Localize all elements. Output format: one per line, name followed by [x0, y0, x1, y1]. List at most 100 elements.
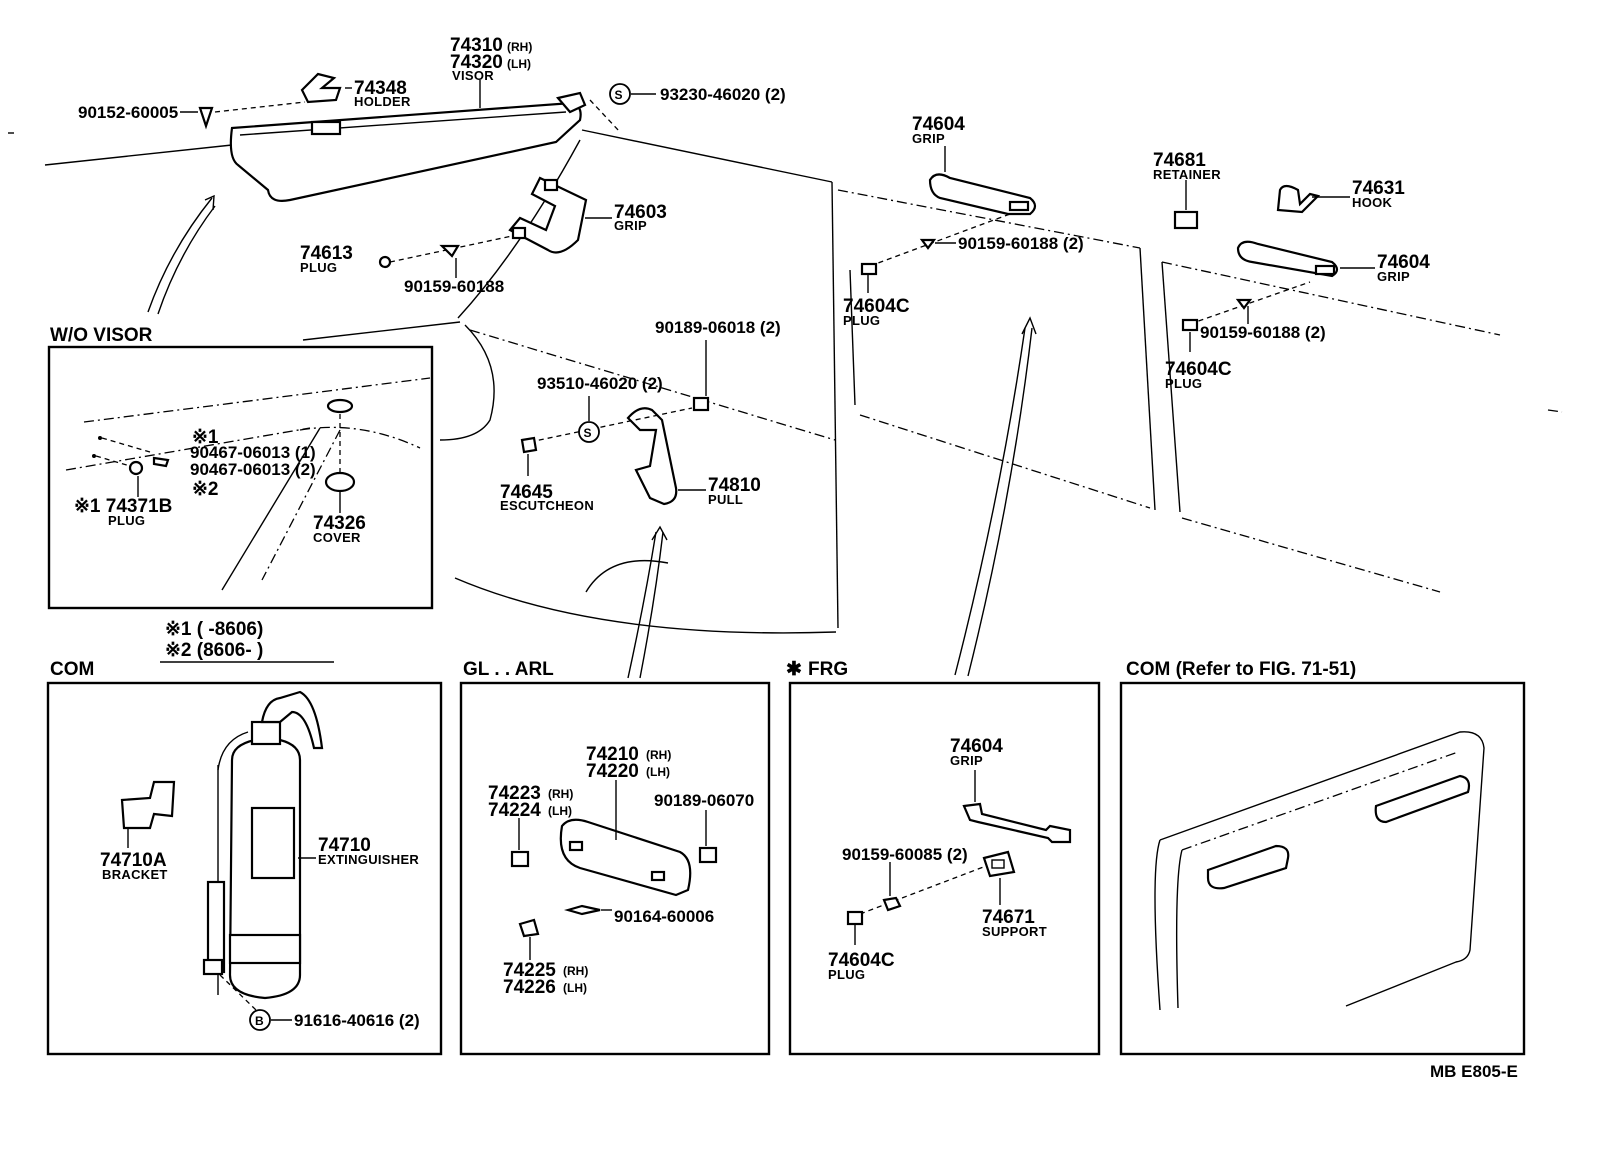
hook-number: 74631	[1352, 178, 1405, 199]
gl-grip-part	[559, 818, 692, 897]
plug-74604c-b-number: 74604C	[1165, 359, 1232, 380]
grip-74604-right-name: GRIP	[1377, 269, 1410, 284]
pointer-arrows	[147, 194, 1037, 679]
gl-90164-label: 90164-60006	[614, 907, 714, 926]
plug-74613-name: PLUG	[300, 260, 337, 275]
wo-visor-box	[47, 345, 434, 610]
holder-part	[300, 72, 342, 104]
extinguisher-part	[202, 690, 324, 1000]
plug-74613	[378, 255, 392, 269]
pull-74810-part	[626, 407, 678, 506]
gl-74210-number: 74210	[586, 744, 639, 765]
frg-plug-number: 74604C	[828, 950, 895, 971]
svg-text:S: S	[584, 426, 592, 440]
screw-90152	[198, 106, 214, 130]
body-outline	[8, 129, 1563, 634]
com-refer-heading: COM (Refer to FIG. 71-51)	[1126, 659, 1356, 680]
grip-74604-top-part	[928, 173, 1037, 216]
com-heading: COM	[50, 659, 94, 680]
frg-support-name: SUPPORT	[982, 924, 1047, 939]
gl-clip-74223	[510, 850, 530, 868]
holder-name: HOLDER	[354, 94, 411, 109]
screw-90159-60188	[439, 244, 460, 258]
bolt-91616-label: 91616-40616 (2)	[294, 1011, 420, 1030]
gl-74226-number: 74226	[503, 977, 556, 998]
com-extinguisher-box	[46, 681, 443, 1056]
diagram-code: MB E805-E	[1430, 1062, 1518, 1081]
frg-plug-name: PLUG	[828, 967, 865, 982]
frg-support-part	[982, 850, 1016, 878]
com-refer-box	[1119, 681, 1526, 1056]
escutcheon-number: 74645	[500, 482, 553, 503]
gl-arl-box	[459, 681, 771, 1056]
plug-74604c-a-number: 74604C	[843, 296, 910, 317]
gl-arl-heading: GL . . ARL	[463, 659, 554, 680]
wo-visor-content	[65, 377, 431, 591]
frg-screw-label: 90159-60085 (2)	[842, 845, 968, 864]
grip-74604-right-number: 74604	[1377, 252, 1430, 273]
wo-plug-name: PLUG	[108, 513, 145, 528]
escutcheon-name: ESCUTCHEON	[500, 498, 594, 513]
b-mark: B	[249, 1009, 271, 1031]
escutcheon-74645	[520, 436, 538, 454]
plug-74613-number: 74613	[300, 243, 353, 264]
gl-screw-90164	[563, 904, 601, 916]
door-panel-part	[1154, 731, 1485, 1011]
bracket-name: BRACKET	[102, 867, 168, 882]
gl-74223-side: (RH)	[548, 787, 573, 801]
gl-90189-label: 90189-06070	[654, 791, 754, 810]
s-93230-label: 93230-46020 (2)	[660, 85, 786, 104]
hook-name: HOOK	[1352, 195, 1393, 210]
gl-cap-74225	[518, 918, 540, 938]
frg-grip-name: GRIP	[950, 753, 983, 768]
gl-74224-side: (LH)	[548, 804, 572, 818]
wo-mark2: ※2	[192, 479, 219, 500]
wo-90467a-label: 90467-06013 (1)	[190, 443, 316, 462]
visor-name: VISOR	[452, 68, 494, 83]
wo-90467b-label: 90467-06013 (2)	[190, 460, 316, 479]
visor-lh-side: (LH)	[507, 57, 531, 71]
plug-74604c-a-name: PLUG	[843, 313, 880, 328]
wo-visor-heading: W/O VISOR	[50, 325, 153, 346]
grip-74604-top-number: 74604	[912, 114, 965, 135]
frg-grip-part	[962, 802, 1072, 844]
bracket-part	[120, 780, 176, 830]
grip-74604-top-name: GRIP	[912, 131, 945, 146]
retainer-number: 74681	[1153, 150, 1206, 171]
gl-74223-number: 74223	[488, 783, 541, 804]
gl-clip-90189	[698, 846, 718, 864]
grip-74603-number: 74603	[614, 202, 667, 223]
extinguisher-name: EXTINGUISHER	[318, 852, 419, 867]
frg-grip-number: 74604	[950, 736, 1003, 757]
svg-text:B: B	[255, 1014, 264, 1028]
svg-text:S: S	[615, 88, 623, 102]
pull-number: 74810	[708, 475, 761, 496]
gl-74220-number: 74220	[586, 761, 639, 782]
s-mark-93230: S	[609, 83, 631, 105]
hook-part	[1276, 184, 1321, 214]
frg-heading: FRG	[808, 659, 848, 680]
visor-rh-side: (RH)	[507, 40, 532, 54]
retainer-name: RETAINER	[1153, 167, 1221, 182]
wo-cover-number: 74326	[313, 513, 366, 534]
wo-mark1: ※1	[192, 427, 219, 448]
gl-74210-side: (RH)	[646, 748, 671, 762]
s-mark-93510: S	[578, 421, 600, 443]
frg-mark: ✱	[786, 659, 802, 680]
screw-90159a-label: 90159-60188	[404, 277, 504, 296]
frg-support-number: 74671	[982, 907, 1035, 928]
screw-90152-label: 90152-60005	[78, 103, 178, 122]
pull-name: PULL	[708, 492, 743, 507]
visor-part	[229, 91, 587, 202]
gl-74220-side: (LH)	[646, 765, 670, 779]
gl-74226-side: (LH)	[563, 981, 587, 995]
grip-74603-part	[508, 176, 588, 254]
gl-74225-number: 74225	[503, 960, 556, 981]
s-93510-label: 93510-46020 (2)	[537, 374, 663, 393]
legend-line2: ※2 (8606- )	[165, 640, 263, 661]
wo-plug-number: ※1 74371B	[74, 496, 172, 517]
grip-74603-name: GRIP	[614, 218, 647, 233]
screw-90159b-label: 90159-60188 (2)	[958, 234, 1084, 253]
